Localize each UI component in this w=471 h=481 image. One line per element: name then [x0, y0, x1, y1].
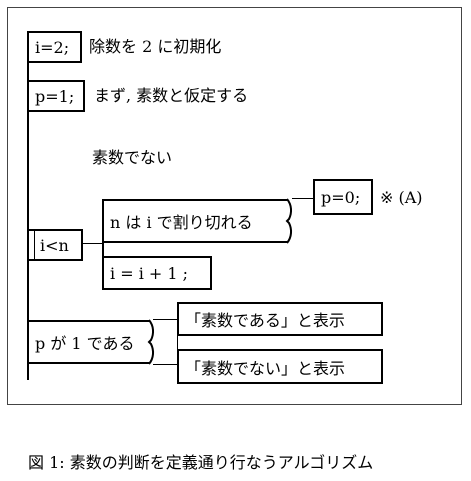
init-p-code: p=1;: [35, 86, 75, 106]
main-spine-line: [27, 58, 29, 380]
prime-branch-top-line: [153, 319, 178, 320]
increment-text: i = i + 1 ;: [110, 263, 189, 283]
divisible-test-text: n は i で割り切れる: [110, 213, 253, 232]
increment-box: i = i + 1 ;: [102, 256, 212, 290]
init-p-box: p=1;: [27, 80, 85, 112]
show-not-prime-box: 「素数でない」と表示: [177, 349, 383, 384]
set-p-zero-comment: ※ (A): [380, 188, 423, 207]
set-p-zero-box: p=0;: [313, 179, 373, 215]
loop-condition-box: i<n: [27, 229, 83, 261]
divisible-test-box: n は i で割り切れる: [102, 199, 288, 243]
loop-body-spine-line: [102, 200, 104, 290]
init-p-comment: まず, 素数と仮定する: [94, 86, 249, 105]
prime-test-box: p が 1 である: [27, 320, 150, 364]
branch-connector-line: [292, 198, 314, 199]
prime-test-bracket: [147, 319, 155, 365]
init-i-comment: 除数を 2 に初期化: [89, 37, 222, 56]
init-i-code: i=2;: [35, 37, 70, 57]
show-prime-box: 「素数である」と表示: [177, 302, 383, 336]
set-p-zero-code: p=0;: [321, 187, 361, 207]
prime-branch-bottom-line: [153, 364, 178, 365]
prime-test-text: p が 1 である: [35, 334, 135, 353]
show-prime-text: 「素数である」と表示: [185, 311, 345, 330]
show-not-prime-text: 「素数でない」と表示: [185, 358, 346, 378]
loop-condition-text: i<n: [40, 235, 69, 255]
not-prime-label: 素数でない: [92, 148, 173, 167]
init-i-box: i=2;: [27, 31, 82, 63]
divisible-test-bracket: [285, 198, 293, 244]
figure-caption: 図 1: 素数の判断を定義通り行なうアルゴリズム: [28, 453, 374, 472]
diagram-frame: [7, 7, 462, 405]
loop-connector-line: [83, 243, 103, 244]
loop-box-inner-line: [34, 229, 35, 261]
prime-branch-spine-line: [177, 319, 178, 365]
